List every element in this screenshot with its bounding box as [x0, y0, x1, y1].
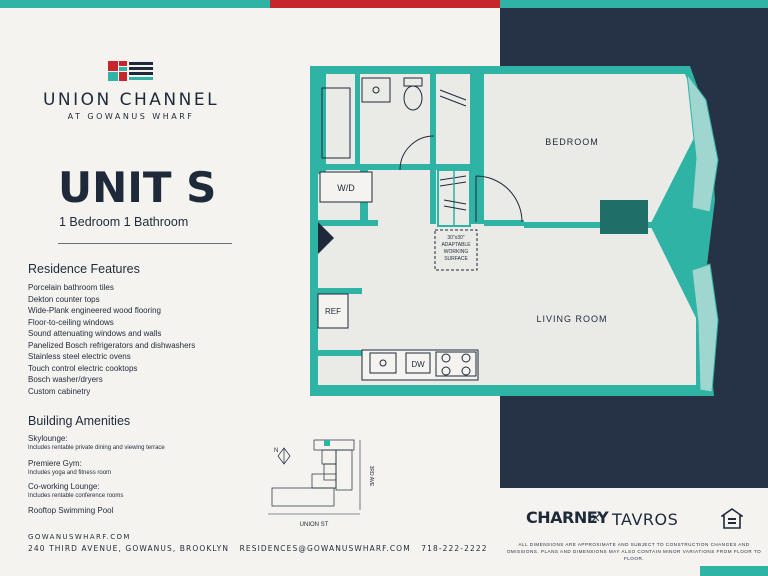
amenity-item: Co-working Lounge: Includes rentable con… — [28, 482, 123, 501]
floor-plan-interior — [318, 74, 698, 385]
feature-item: Porcelain bathroom tiles — [28, 283, 114, 292]
site-map: UNION ST 3RD AVE N — [268, 439, 374, 528]
amenity-desc: Includes rentable private dining and vie… — [28, 445, 165, 451]
feature-item: Bosch washer/dryers — [28, 375, 103, 384]
floor-plan: W/D 30"x30" ADAPTABLE WORKING SURFACE RE… — [310, 66, 719, 396]
working-surface-label: SURFACE — [444, 256, 468, 262]
unit-rooms: 1 Bedroom 1 Bathroom — [59, 215, 189, 229]
bottom-bar-teal — [700, 566, 768, 576]
feature-item: Floor-to-ceiling windows — [28, 317, 114, 327]
feature-item: Panelized Bosch refrigerators and dishwa… — [28, 340, 196, 350]
unit-location-marker — [324, 440, 330, 446]
top-bar-teal — [0, 0, 270, 8]
adaptable-working-surface — [434, 229, 478, 271]
kitchen-counter — [361, 349, 479, 381]
cooktop — [435, 351, 477, 377]
feature-item: Stainless steel electric ovens — [28, 352, 131, 361]
bathroom-fixtures — [321, 77, 467, 187]
brand-logo-icon — [108, 61, 153, 81]
residence-features-list: Porcelain bathroom tiles Dekton counter … — [28, 282, 195, 397]
equal-housing-opportunity-icon — [721, 508, 743, 529]
feature-item: Touch control electric cooktops — [28, 363, 138, 373]
disclaimer: ALL DIMENSIONS ARE APPROXIMATE AND SUBJE… — [506, 542, 762, 561]
dishwasher — [405, 352, 431, 374]
wd-label: W/D — [337, 183, 355, 193]
sink-drain-icon — [379, 359, 387, 367]
amenity-name: Rooftop Swimming Pool — [28, 506, 114, 515]
refrigerator — [317, 293, 349, 329]
amenity-desc: Includes yoga and fitness room — [28, 470, 112, 476]
amenity-item: Skylounge: Includes rentable private din… — [28, 434, 165, 453]
north-label: N — [274, 448, 278, 454]
footer-email[interactable]: RESIDENCES@GOWANUSWHARF.COM — [239, 544, 411, 553]
amenity-name: Co-working Lounge: — [28, 482, 100, 491]
feature-item: Dekton counter tops — [28, 294, 100, 304]
amenity-item: Premiere Gym: Includes yoga and fitness … — [28, 459, 111, 478]
divider — [58, 243, 232, 244]
windows-right — [686, 72, 719, 393]
amenity-desc: Includes rentable conference rooms — [28, 493, 124, 499]
amenity-name: Skylounge: — [28, 434, 68, 443]
amenity-name: Premiere Gym: — [28, 459, 82, 468]
closet-hanger — [443, 205, 467, 211]
feature-item: Custom cabinetry — [28, 386, 91, 396]
kitchen-sink — [369, 352, 397, 374]
working-surface-label: WORKING — [444, 249, 469, 255]
north-arrow-icon: N — [274, 447, 291, 465]
bedroom-label: BEDROOM — [545, 137, 599, 147]
working-surface-label: ADAPTABLE — [441, 242, 471, 248]
feature-item: Wide-Plank engineered wood flooring — [28, 306, 161, 315]
building-amenities-title: Building Amenities — [28, 414, 131, 428]
living-room-label: LIVING ROOM — [536, 314, 607, 324]
ref-label: REF — [325, 307, 341, 316]
brand-name: UNION CHANNEL — [42, 90, 220, 110]
partners-panel — [500, 488, 768, 576]
tavros-logo: TAVROS — [612, 510, 679, 529]
amenity-item: Rooftop Swimming Pool — [28, 506, 113, 516]
washer-dryer — [319, 171, 373, 203]
top-bar-red — [270, 0, 500, 8]
closet-hanger — [443, 199, 467, 205]
charney-logo: CHARNEY — [526, 508, 609, 527]
brand-subtitle: AT GOWANUS WHARF — [67, 112, 195, 121]
site-map-building — [271, 439, 355, 507]
left-panel — [0, 8, 300, 576]
partner-separator: × — [591, 510, 601, 527]
residence-features-title: Residence Features — [28, 262, 140, 276]
footer-website[interactable]: GOWANUSWHARF.COM — [28, 533, 131, 541]
footer-phone[interactable]: 718-222-2222 — [421, 544, 488, 553]
footer-address: 240 THIRD AVENUE, GOWANUS, BROOKLYN — [28, 544, 230, 553]
feature-item: Sound attenuating windows and walls — [28, 329, 162, 338]
street-label-bottom: UNION ST — [300, 522, 329, 528]
top-bar-teal-right — [500, 0, 768, 8]
street-label-right: 3RD AVE — [368, 466, 374, 487]
cooktop-burners-icon — [441, 353, 471, 376]
unit-title: UNIT S — [58, 163, 217, 212]
bedroom-door — [475, 175, 523, 223]
entry-arrow-icon — [318, 222, 334, 254]
dw-label: DW — [411, 360, 425, 369]
footer-contact: 240 THIRD AVENUE, GOWANUS, BROOKLYN RESI… — [28, 544, 495, 553]
working-surface-label: 30"x30" — [447, 235, 464, 241]
